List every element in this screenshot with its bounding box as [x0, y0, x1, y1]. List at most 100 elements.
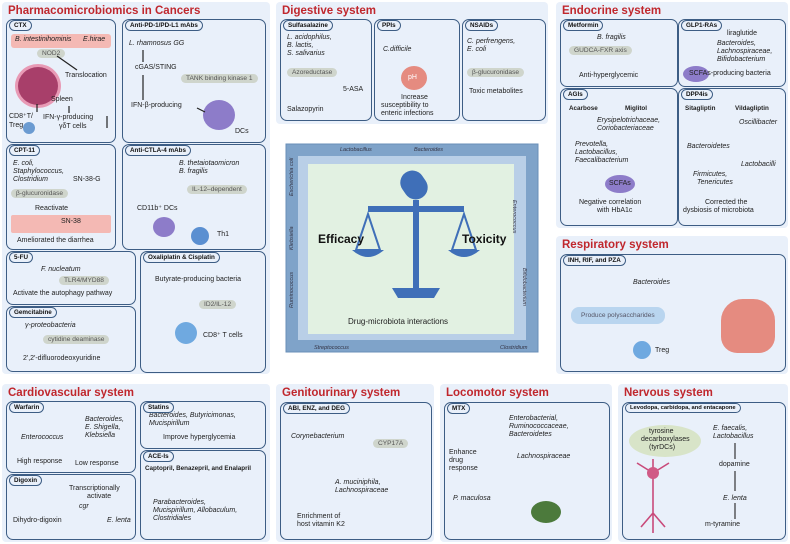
nsaids-box: NSAIDs C. perfrengens, E. coli β-glucuro… — [462, 19, 546, 121]
genito-bacteria-1: Corynebacterium — [291, 433, 345, 440]
digestive-panel: Digestive system Sulfasalazine L. acidop… — [276, 2, 548, 124]
nervous-dopamine: dopamine — [719, 461, 750, 468]
nervous-tag: Levodopa, carbidopa, and entacapone — [625, 403, 741, 413]
digoxin-text-1: Transcriptionally — [69, 485, 120, 492]
locomotor-bacteria-2: Ruminococcaceae, — [509, 423, 569, 430]
genito-outcome-2: host vitamin K2 — [297, 521, 345, 528]
center-caption: Drug-microbiota interactions — [348, 317, 449, 326]
bacteria-label-streptococcus: Streptococcus — [314, 345, 349, 351]
ctx-tag: CTX — [9, 20, 32, 31]
bacteria-label-ruminococcus: Ruminococcus — [289, 271, 295, 308]
ctla4-bacteria-1: B. thetaiotaomicron — [179, 160, 240, 167]
ppis-tag: PPIs — [377, 20, 401, 31]
dpp-bacteria-4: Tenericutes — [697, 179, 733, 186]
dpp-bacteria-3: Firmicutes, — [693, 171, 728, 178]
digoxin-cgr: cgr — [79, 503, 89, 510]
endocrine-panel: Endocrine system Metformin B. fragilis G… — [556, 2, 788, 228]
cpt11-box: CPT-11 E. coli, Staphylococcus, Clostrid… — [6, 144, 116, 250]
center-frames — [285, 143, 539, 353]
locomotor-bacteria-5: P. maculosa — [453, 495, 491, 502]
bacteria-label-clostridium: Clostridium — [500, 345, 528, 351]
metformin-axis-pill: GUDCA-FXR axis — [569, 46, 632, 55]
nervous-enzyme-2: decarboxylases — [641, 436, 690, 443]
nervous-enzyme-3: (tyrDCs) — [649, 444, 676, 451]
genito-box: ABI, ENZ, and DEG Corynebacterium CYP17A… — [280, 402, 432, 540]
spleen-illustration — [15, 64, 61, 108]
ppi-outcome-3: enteric infections — [381, 110, 434, 117]
glp1-tag: GLP1-RAs — [681, 20, 723, 31]
neuron-illustration — [636, 443, 736, 533]
cpt11-tag: CPT-11 — [9, 145, 40, 156]
sulfasalazine-box: Sulfasalazine L. acidophilus, B. lactis,… — [280, 19, 372, 121]
ctx-nod2-pill: NOD2 — [37, 49, 66, 58]
ctx-arrows — [23, 55, 108, 134]
ppis-box: PPIs C.difficile pH Increase susceptibil… — [374, 19, 460, 121]
ppi-bacteria: C.difficile — [383, 46, 412, 53]
agi-outcome-1: Negative correlation — [579, 199, 642, 206]
digoxin-bacteria: E. lenta — [107, 517, 131, 524]
acei-drugs: Captopril, Benazepril, and Enalapril — [145, 465, 252, 472]
nsaid-outcome: Toxic metabolites — [469, 88, 523, 95]
agi-bacteria-5: Faecalibacterium — [575, 157, 629, 164]
cpt11-outcome: Ameliorated the diarrhea — [17, 237, 94, 244]
oxaliplatin-pathway-pill: ID2/IL-12 — [199, 300, 237, 309]
genito-enzyme-pill: CYP17A — [373, 439, 409, 448]
nsaid-enzyme-pill: β-glucuronidase — [467, 68, 525, 77]
digoxin-text-2: activate — [87, 493, 112, 500]
statins-outcome: Improve hyperglycemia — [163, 434, 236, 441]
center-illustration: Efficacy Toxicity Drug-microbiota intera… — [284, 140, 544, 358]
cancer-title: Pharmacomicrobiomics in Cancers — [8, 5, 201, 17]
oxaliplatin-tag: Oxaliplatin & Cisplatin — [143, 252, 220, 263]
digoxin-tag: Digoxin — [9, 475, 43, 486]
nsaid-bacteria-2: E. coli — [467, 46, 487, 53]
treg-cell-illustration — [633, 341, 651, 359]
joint-illustration — [531, 501, 561, 523]
dpp-bacteria-1: Bacteroidetes — [687, 143, 730, 150]
cpt11-bacteria-3: Clostridium — [13, 176, 49, 183]
ctx-bacteria-2: E.hirae — [83, 36, 106, 43]
genito-bacteria-3: Lachnospiraceae — [335, 487, 389, 494]
agis-box: AGIs Acarbose Miglitol Erysipelotrichace… — [560, 88, 678, 226]
agis-tag: AGIs — [563, 89, 588, 100]
intestine-wall-illustration — [11, 215, 111, 233]
digoxin-outcome: Dihydro-digoxin — [13, 517, 62, 524]
respiratory-panel: Respiratory system INH, RIF, and PZA Bac… — [556, 236, 788, 374]
oxaliplatin-box: Oxaliplatin & Cisplatin Butyrate-produci… — [140, 251, 266, 373]
sulfa-bacteria-1: L. acidophilus, — [287, 34, 332, 41]
oxaliplatin-outcome: CD8⁺ T cells — [203, 332, 243, 339]
glp1-bacteria-2: Lachnospiraceae, — [717, 48, 773, 55]
cpt11-enzyme-pill: β-glucuronidase — [11, 189, 69, 198]
intestine-illustration — [11, 34, 111, 48]
ctla4-th1: Th1 — [217, 231, 230, 238]
bacteria-label-bacteroides: Bacteroides — [414, 147, 444, 153]
genito-panel: Genitourinary system ABI, ENZ, and DEG C… — [276, 384, 434, 542]
statins-bacteria-1: Bacteroides, Butyricimonas, — [149, 412, 236, 419]
nervous-enzyme-1: tyrosine — [649, 428, 674, 435]
ctx-cd8: CD8⁺T/ — [9, 113, 33, 120]
gemcitabine-enzyme-pill: cytidine deaminase — [43, 335, 110, 344]
nervous-title: Nervous system — [624, 387, 713, 399]
gemcitabine-tag: Gemcitabine — [9, 307, 57, 318]
statins-box: Statins Bacteroides, Butyricimonas, Muci… — [140, 401, 266, 449]
sulfasalazine-tag: Sulfasalazine — [283, 20, 333, 31]
dpp-drug-2: Vildagliptin — [735, 105, 769, 112]
bacteria-label-ecoli: Escherichia coli — [289, 157, 295, 196]
pd1-bacteria: L. rhamnosus GG — [129, 40, 185, 47]
cardio-panel: Cardiovascular system Warfarin Bacteroid… — [2, 384, 270, 542]
agi-bacteria-4: Lactobacillus, — [575, 149, 618, 156]
5fu-tag: 5-FU — [9, 252, 33, 263]
endocrine-title: Endocrine system — [562, 5, 662, 17]
gemcitabine-box: Gemcitabine γ-proteobacteria cytidine de… — [6, 306, 136, 372]
agi-drug-1: Acarbose — [569, 105, 598, 112]
ctla4-tag: Anti-CTLA-4 mAbs — [125, 145, 191, 156]
ctla4-box: Anti-CTLA-4 mAbs B. thetaiotaomicron B. … — [122, 144, 266, 250]
th1-cell-illustration — [191, 227, 209, 245]
sulfa-drug: Salazopyrin — [287, 106, 324, 113]
dpp-bacteria-5: Lactobacilli — [741, 161, 776, 168]
glp1-bacteria-1: Bacteroides, — [717, 40, 756, 47]
agi-bacteria-1: Erysipelotrichaceae, — [597, 117, 661, 124]
locomotor-effect-1: Enhance — [449, 449, 477, 456]
locomotor-bacteria-1: Enterobacterial, — [509, 415, 559, 422]
ctx-bacteria-1: B. intestinihominis — [15, 36, 72, 43]
respiratory-bacteria: Bacteroides — [633, 279, 670, 286]
